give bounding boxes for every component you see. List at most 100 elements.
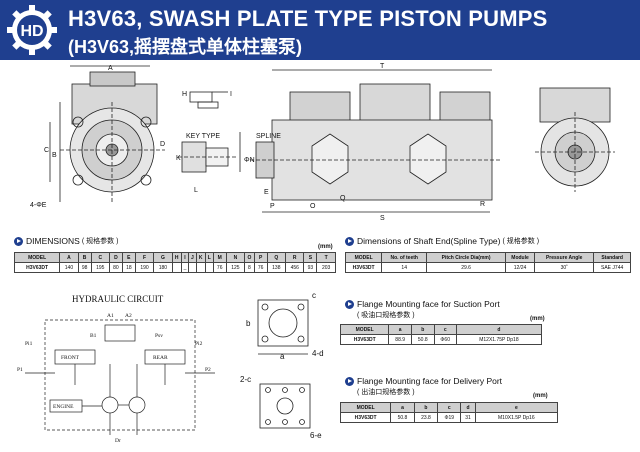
table-header-cell: c [437, 402, 462, 413]
play-icon [345, 376, 354, 386]
front-view-drawing [49, 65, 165, 202]
suction-flange-drawing: a b c 4-d [246, 291, 324, 360]
table-cell: 8 [244, 262, 255, 273]
table-cell: SAE J744 [593, 262, 631, 273]
table-header-cell: M [212, 252, 227, 263]
table-cell: H3V63DT [339, 412, 392, 423]
side-view-drawing [250, 69, 500, 213]
front-label: FRONT [61, 355, 80, 361]
flange-label-2-c: 2-c [240, 375, 251, 384]
table-cell: Φ60 [433, 334, 457, 345]
page-title: H3V63, SWASH PLATE TYPE PISTON PUMPS [68, 6, 548, 31]
table-header-cell: J [188, 252, 197, 263]
table-header-cell: S [303, 252, 318, 263]
logo-text: HD [20, 23, 43, 40]
table-cell: 203 [316, 262, 336, 273]
p1-label: P1 [17, 367, 23, 373]
hydraulic-circuit-diagram: FRONT REAR ENGINE P1 P2 A1 A2 B1 Dr Psv … [17, 313, 215, 444]
table-header-cell: G [153, 252, 173, 263]
table-cell [195, 262, 206, 273]
table-header-cell: a [390, 402, 415, 413]
flange-label-4-d: 4-d [312, 349, 324, 358]
dim-label-f: E [264, 189, 269, 196]
table-cell: 30˚ [534, 262, 595, 273]
table-header-cell: c [433, 324, 457, 335]
table-cell: M12X1.75P Dp18 [455, 334, 543, 345]
table-cell: 23.8 [413, 412, 439, 423]
dim-label-k: K [176, 155, 181, 162]
shaft-title-cn: ( 规格参数 ) [502, 238, 540, 245]
table-header-cell: D [108, 252, 123, 263]
dim-label-h: H [182, 91, 187, 98]
rear-view-drawing [535, 87, 615, 192]
table-header-cell: No. of teeth [381, 252, 428, 263]
table-cell: 138 [266, 262, 287, 273]
p2-label: P2 [205, 367, 211, 373]
dr-label: Dr [115, 438, 121, 444]
dim-label-t: T [380, 63, 385, 70]
table-header-cell: K [195, 252, 206, 263]
dim-label-phi-n: ΦN [244, 157, 255, 164]
table-header-cell: MODEL [339, 324, 390, 335]
table-header-cell: B [77, 252, 92, 263]
table-cell [188, 262, 197, 273]
table-cell [171, 262, 182, 273]
table-header-cell: Pitch Circle Dia(mm) [426, 252, 506, 263]
flange-label-c: c [312, 291, 316, 300]
table-header-cell: P [253, 252, 268, 263]
table-cell [204, 262, 214, 273]
table-header-cell: I [180, 252, 190, 263]
delivery-flange-drawing: 2-c 6-e [240, 375, 322, 440]
table-cell: 195 [90, 262, 110, 273]
dim-label-c: C [44, 147, 49, 154]
shaft-title-text: Dimensions of Shaft End(Spline Type) [357, 236, 501, 246]
dim-label-4-phi-e: 4-ΦE [30, 202, 47, 209]
table-cell: 14 [381, 262, 428, 273]
hd-logo: HD [7, 5, 57, 55]
table-cell: 88.9 [388, 334, 412, 345]
table-cell: H3V63DT [339, 334, 390, 345]
delivery-title: Flange Mounting face for Delivery Port [345, 376, 502, 386]
spline-label: SPLINE [256, 133, 281, 140]
pump-drawings: A B C D 4-ΦE H I K KEY TYPE L T SPLINE Φ… [30, 63, 615, 222]
table-cell: 140 [59, 262, 79, 273]
dim-label-p: P [270, 203, 275, 210]
shaft-title: Dimensions of Shaft End(Spline Type) ( 规… [345, 236, 539, 246]
play-icon [345, 236, 354, 246]
table-cell: 93 [303, 262, 318, 273]
table-header-cell: a [388, 324, 412, 335]
dim-label-b: B [52, 152, 57, 159]
table-header-cell: Module [504, 252, 536, 263]
play-icon [14, 236, 23, 246]
table-header-cell: F [134, 252, 155, 263]
delivery-title-cn: ( 出油口规格参数 ) [357, 389, 415, 396]
table-cell: Φ19 [437, 412, 462, 423]
delivery-unit: (mm) [533, 393, 548, 399]
engine-label: ENGINE [53, 404, 74, 410]
dim-label-a: A [108, 65, 113, 72]
key-type-label: KEY TYPE [186, 133, 220, 140]
play-icon [345, 299, 354, 309]
suction-title: Flange Mounting face for Suction Port [345, 299, 500, 309]
table-cell: H3V63DT [13, 262, 61, 273]
table-header-cell: e [474, 402, 559, 413]
suction-title-text: Flange Mounting face for Suction Port [357, 299, 500, 309]
flange-label-6-e: 6-e [310, 431, 322, 440]
table-cell: 456 [285, 262, 305, 273]
table-cell: 76 [253, 262, 268, 273]
page-subtitle: (H3V63,摇摆盘式单体柱塞泵) [68, 37, 303, 57]
flange-label-b: b [246, 319, 251, 328]
table-cell: 190 [134, 262, 155, 273]
a1-label: A1 [107, 313, 114, 319]
table-cell: _ [180, 262, 190, 273]
table-cell: M10X1.5P Dp16 [474, 412, 559, 423]
flange-label-a: a [280, 352, 285, 360]
a2-label: A2 [125, 313, 132, 319]
